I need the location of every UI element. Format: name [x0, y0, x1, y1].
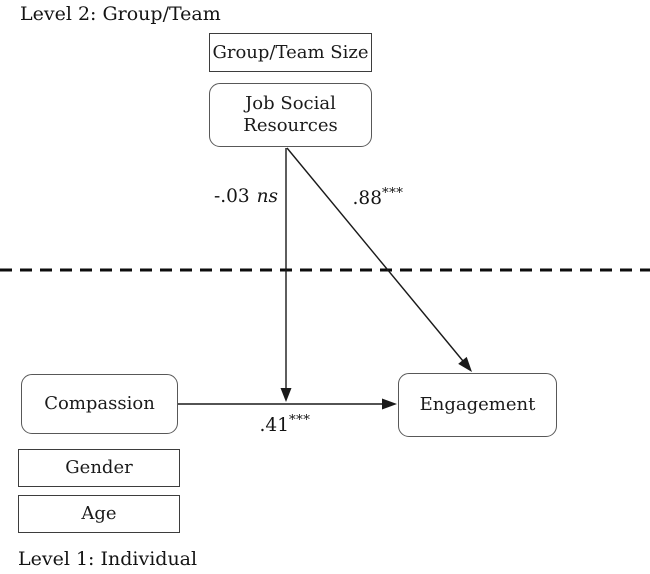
- box-job-social-resources: Job Social Resources: [209, 83, 372, 147]
- moderation-arrowhead: [280, 388, 292, 402]
- box-group-team-size: Group/Team Size: [209, 33, 372, 72]
- coefficient-moderation: -.03 ns: [181, 186, 311, 207]
- level1-label: Level 1: Individual: [18, 548, 198, 570]
- job-resources-engagement-arrow-line: [286, 147, 464, 362]
- coefficient-significance: ***: [288, 413, 311, 428]
- box-engagement-label: Engagement: [419, 394, 536, 416]
- box-compassion: Compassion: [21, 374, 178, 434]
- box-gender-label: Gender: [65, 457, 133, 479]
- level2-label: Level 2: Group/Team: [20, 3, 221, 25]
- box-job-social-resources-label: Job Social Resources: [243, 93, 338, 136]
- coefficient-significance: ns: [256, 186, 279, 207]
- box-age: Age: [18, 495, 180, 533]
- job-resources-engagement-arrowhead: [458, 356, 472, 372]
- box-gender: Gender: [18, 449, 180, 487]
- coefficient-value: .88: [352, 188, 382, 210]
- box-compassion-label: Compassion: [44, 393, 155, 415]
- coefficient-job-resources-engagement: .88***: [313, 186, 443, 209]
- coefficient-value: .41: [259, 415, 289, 437]
- coefficient-value: -.03: [213, 186, 250, 207]
- box-age-label: Age: [81, 503, 117, 525]
- box-group-team-size-label: Group/Team Size: [212, 41, 369, 63]
- box-engagement: Engagement: [398, 373, 557, 437]
- coefficient-compassion-engagement: .41***: [220, 413, 350, 436]
- coefficient-significance: ***: [381, 186, 404, 201]
- compassion-engagement-arrowhead: [382, 398, 397, 410]
